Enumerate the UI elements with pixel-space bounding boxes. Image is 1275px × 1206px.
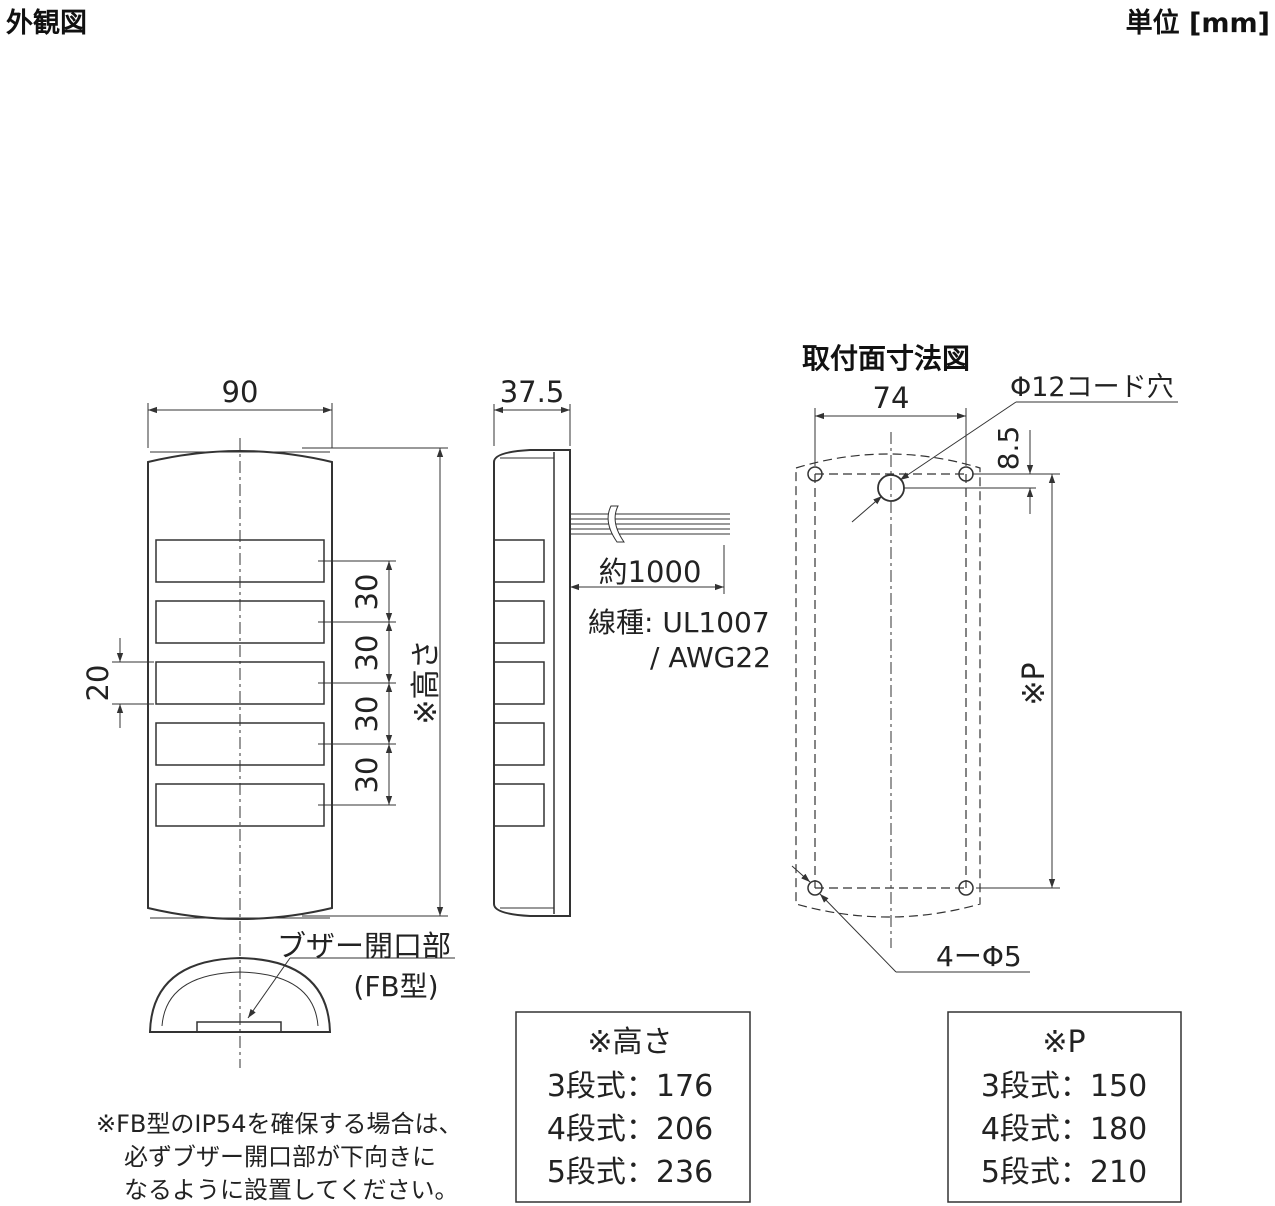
wire-type-label: 線種: UL1007 xyxy=(588,606,770,639)
unit-label: 単位 [mm] xyxy=(1126,7,1270,39)
mount-view: 取付面寸法図 74 Φ12コード穴 8.5 xyxy=(791,342,1178,973)
p-table-row: 5段式：210 xyxy=(981,1155,1147,1190)
page-title: 外観図 xyxy=(6,7,87,39)
height-table: ※高さ 3段式：176 4段式：206 5段式：236 xyxy=(515,1011,751,1203)
note-line: ※FB型のIP54を確保する場合は、 xyxy=(96,1110,462,1138)
height-table-title: ※高さ xyxy=(587,1025,672,1060)
mount-width-label: 74 xyxy=(873,381,910,415)
window-height-label: 20 xyxy=(81,665,115,702)
height-table-row: 3段式：176 xyxy=(547,1069,713,1104)
note-line: なるように設置してください。 xyxy=(124,1176,459,1204)
note-line: 必ずブザー開口部が下向きに xyxy=(124,1143,436,1171)
side-view: 37.5 約1000 線種: UL1007 / AWG22 xyxy=(493,375,771,917)
cable-length-label: 約1000 xyxy=(599,555,702,589)
screw-hole xyxy=(807,880,823,896)
buzzer-opening-label: ブザー開口部 xyxy=(277,929,451,963)
p-table-row: 3段式：150 xyxy=(981,1069,1147,1104)
p-table: ※P 3段式：150 4段式：180 5段式：210 xyxy=(947,1011,1182,1203)
buzzer-type-label: (FB型) xyxy=(353,970,438,1003)
front-height-label: ※高さ xyxy=(409,639,444,724)
side-windows xyxy=(493,539,545,827)
offset-label: 8.5 xyxy=(992,426,1025,471)
cord-hole-label: Φ12コード穴 xyxy=(1010,372,1174,403)
p-table-title: ※P xyxy=(1042,1025,1085,1060)
pitch-label: 30 xyxy=(350,635,384,672)
wire-gauge-label: / AWG22 xyxy=(650,641,771,674)
bottom-view: ブザー開口部 (FB型) xyxy=(148,929,455,1033)
front-width-label: 90 xyxy=(222,375,259,409)
pitch-label: 30 xyxy=(350,696,384,733)
mount-view-title: 取付面寸法図 xyxy=(802,342,970,375)
front-body-outline xyxy=(147,450,333,920)
installation-note: ※FB型のIP54を確保する場合は、 必ずブザー開口部が下向きに なるように設置… xyxy=(96,1110,462,1204)
pitch-label: 30 xyxy=(350,757,384,794)
height-table-row: 4段式：206 xyxy=(547,1112,713,1147)
p-table-row: 4段式：180 xyxy=(981,1112,1147,1147)
height-table-row: 5段式：236 xyxy=(547,1155,713,1190)
front-view: 90 ※高さ 20 30 30 30 30 xyxy=(81,375,448,1068)
pitch-p-label: ※P xyxy=(1017,662,1052,705)
screw-hole xyxy=(807,466,823,482)
screw-holes-label: 4ーΦ5 xyxy=(936,940,1022,973)
screw-hole xyxy=(958,880,974,896)
mount-outline xyxy=(795,432,981,948)
pitch-label: 30 xyxy=(350,574,384,611)
side-depth-label: 37.5 xyxy=(500,375,565,409)
cable xyxy=(570,505,730,543)
